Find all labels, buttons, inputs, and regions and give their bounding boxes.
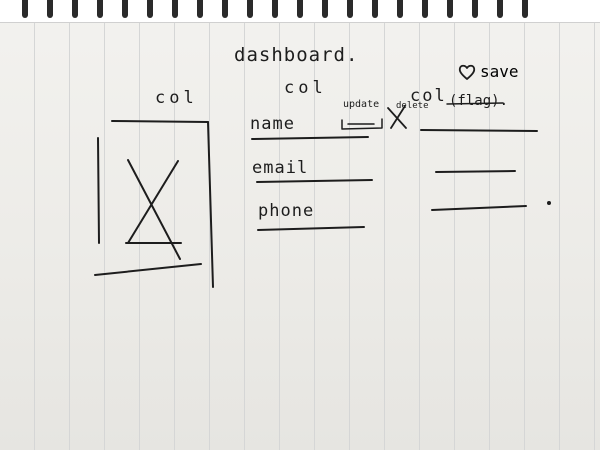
column-2-label: col bbox=[284, 78, 327, 98]
spiral-binding bbox=[0, 0, 600, 23]
flag-label: (flag). bbox=[449, 93, 509, 109]
column-3-value-1[interactable] bbox=[420, 126, 540, 138]
column-3-label: col bbox=[410, 86, 447, 106]
name-label: name bbox=[250, 114, 295, 134]
column-3-value-2[interactable] bbox=[435, 166, 521, 178]
page-title: dashboard. bbox=[234, 44, 359, 66]
delete-label: delete bbox=[396, 101, 429, 111]
column-1-label: col bbox=[155, 88, 198, 108]
heart-icon bbox=[458, 64, 476, 80]
save-button[interactable]: save bbox=[455, 62, 545, 84]
email-label: email bbox=[252, 158, 309, 178]
save-label: save bbox=[480, 62, 519, 81]
delete-button[interactable] bbox=[387, 104, 415, 128]
update-label: update bbox=[343, 99, 380, 110]
name-field[interactable] bbox=[252, 136, 374, 148]
update-button[interactable] bbox=[342, 118, 382, 130]
phone-label: phone bbox=[258, 201, 315, 221]
email-field[interactable] bbox=[256, 180, 376, 192]
image-placeholder bbox=[96, 118, 222, 294]
phone-field[interactable] bbox=[257, 226, 371, 238]
column-3-value-3[interactable] bbox=[432, 203, 532, 215]
